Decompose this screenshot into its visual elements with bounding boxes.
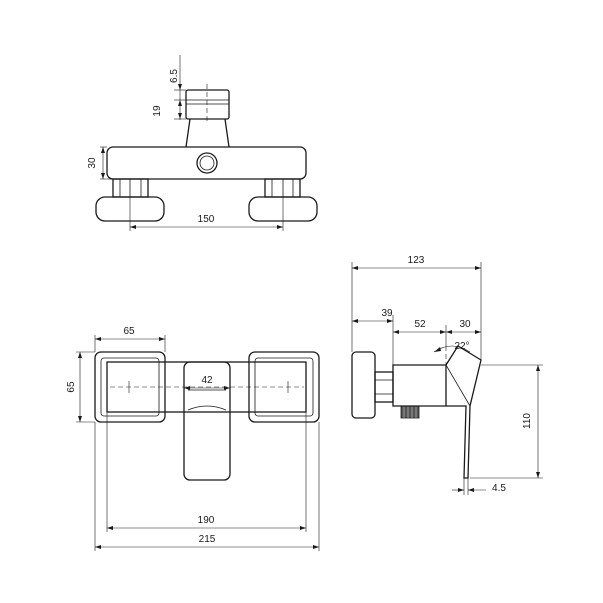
dim-handle-depth — [446, 330, 481, 334]
dim-cap-height-label: 19 — [152, 105, 163, 117]
dim-body-height — [100, 146, 113, 180]
dim-flange-height — [76, 351, 95, 423]
top-left-nut — [112, 178, 149, 198]
side-body — [392, 364, 447, 407]
top-handle-cap — [185, 89, 230, 120]
dim-cap-thickness-label: 6.5 — [169, 69, 180, 83]
dim-spacing — [129, 197, 284, 231]
dim-spacing-label: 150 — [198, 214, 215, 225]
side-view: 123 39 52 30 22° — [351, 255, 543, 495]
dim-handle-thickness — [452, 478, 486, 495]
dim-inner-width-label: 190 — [198, 515, 215, 526]
top-main-body — [106, 146, 307, 180]
dim-flange-height-label: 65 — [66, 381, 77, 393]
side-hex-nut — [374, 371, 394, 403]
dim-overall-depth-label: 123 — [408, 255, 425, 266]
dim-handle-angle — [433, 345, 471, 353]
dim-overall-width-label: 215 — [199, 534, 216, 545]
top-view: 6.5 19 30 150 — [87, 55, 318, 231]
dim-height-label: 110 — [522, 413, 533, 429]
dim-handle-width — [184, 386, 230, 390]
top-right-nut — [264, 178, 301, 198]
front-view: 65 65 42 190 — [66, 326, 320, 551]
dim-handle-angle-label: 22° — [454, 341, 469, 352]
dim-overall-width — [94, 422, 320, 551]
side-handle — [445, 345, 482, 479]
dim-height — [470, 364, 543, 479]
dim-body-height-label: 30 — [87, 157, 98, 169]
side-wall-flange — [351, 351, 376, 419]
top-outlet-circle — [196, 152, 218, 174]
front-handle — [183, 361, 231, 481]
dim-flange-width — [94, 335, 166, 352]
dim-wall-to-body-label: 39 — [381, 308, 393, 319]
dim-inner-width — [106, 412, 307, 532]
dim-handle-width-label: 42 — [201, 375, 213, 386]
dim-body-depth — [393, 325, 447, 346]
dim-overall-depth — [351, 262, 482, 360]
dim-wall-to-body — [352, 315, 394, 365]
dim-flange-width-label: 65 — [123, 326, 135, 337]
dim-body-depth-label: 52 — [414, 319, 426, 330]
dim-cap — [174, 55, 186, 120]
dim-handle-depth-label: 30 — [459, 319, 471, 330]
front-left-flange — [94, 351, 166, 423]
dim-handle-thickness-label: 4.5 — [492, 483, 506, 494]
